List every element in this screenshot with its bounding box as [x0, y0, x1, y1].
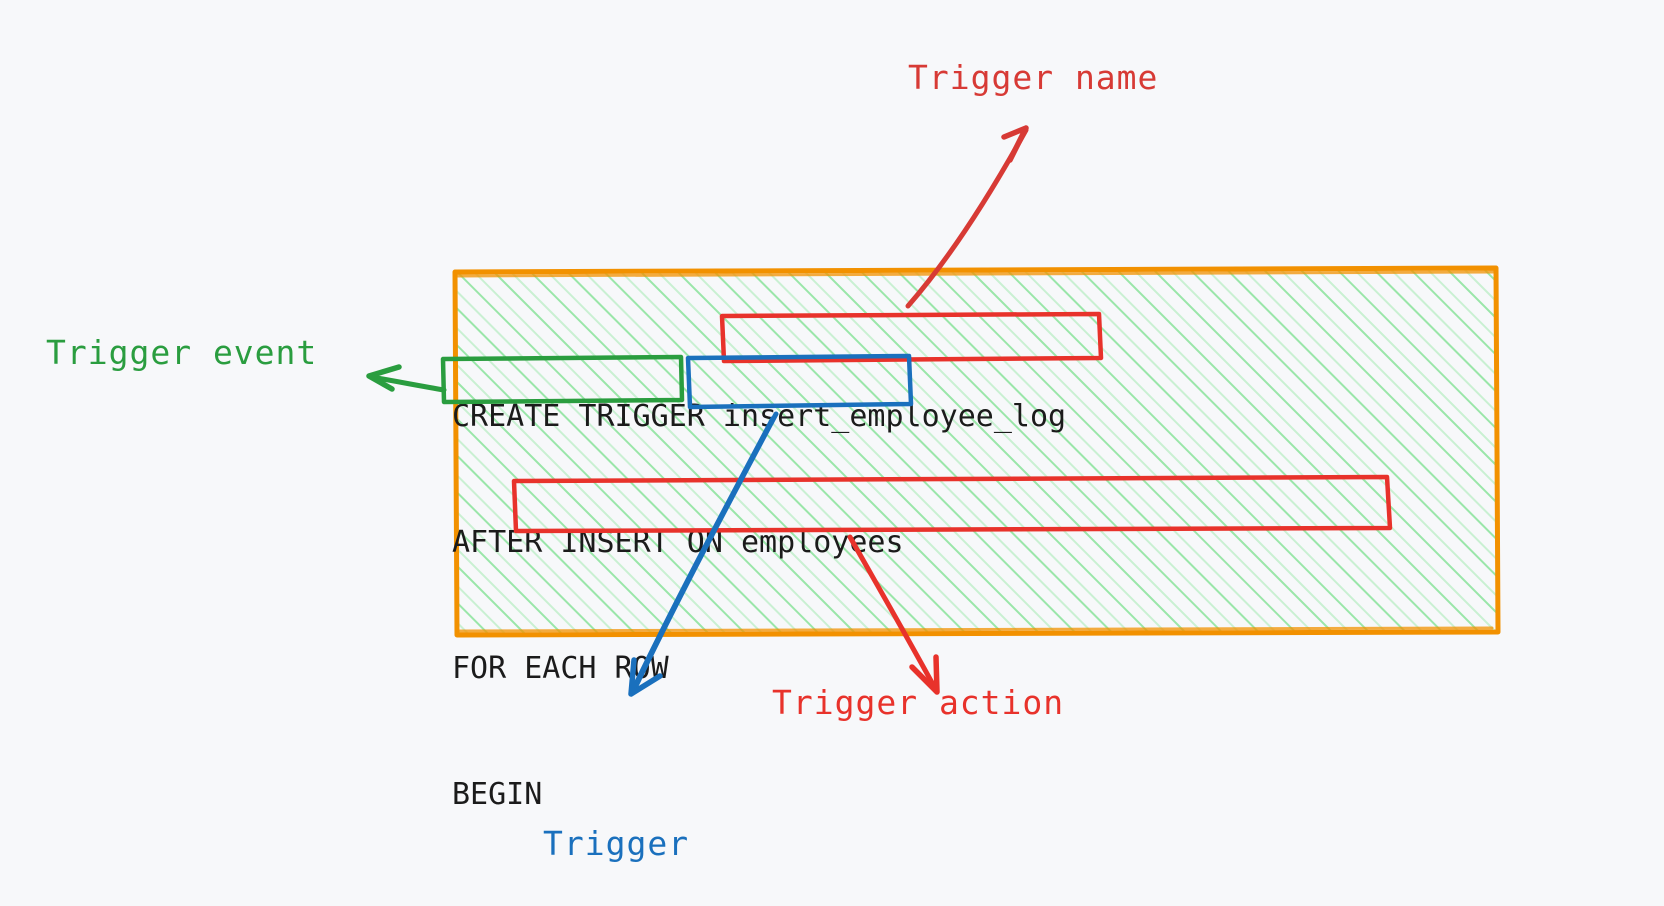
code-line: BEGIN: [452, 777, 543, 812]
trigger-event-arrow: [366, 364, 447, 393]
trigger-event-label: Trigger event: [46, 333, 318, 372]
trigger-condition-label-line1: Trigger: [543, 824, 690, 863]
trigger-name-label: Trigger name: [908, 58, 1159, 97]
code-line: AFTER INSERT ON employees: [452, 525, 904, 560]
code-line: CREATE TRIGGER insert_employee_log: [452, 399, 1067, 434]
trigger-name-arrow: [905, 125, 1029, 309]
trigger-condition-label: Trigger condition: [543, 714, 731, 906]
trigger-action-label: Trigger action: [772, 683, 1065, 722]
code-line: INSERT INTO logs (employee_id) VALUES (N…: [452, 900, 1373, 906]
